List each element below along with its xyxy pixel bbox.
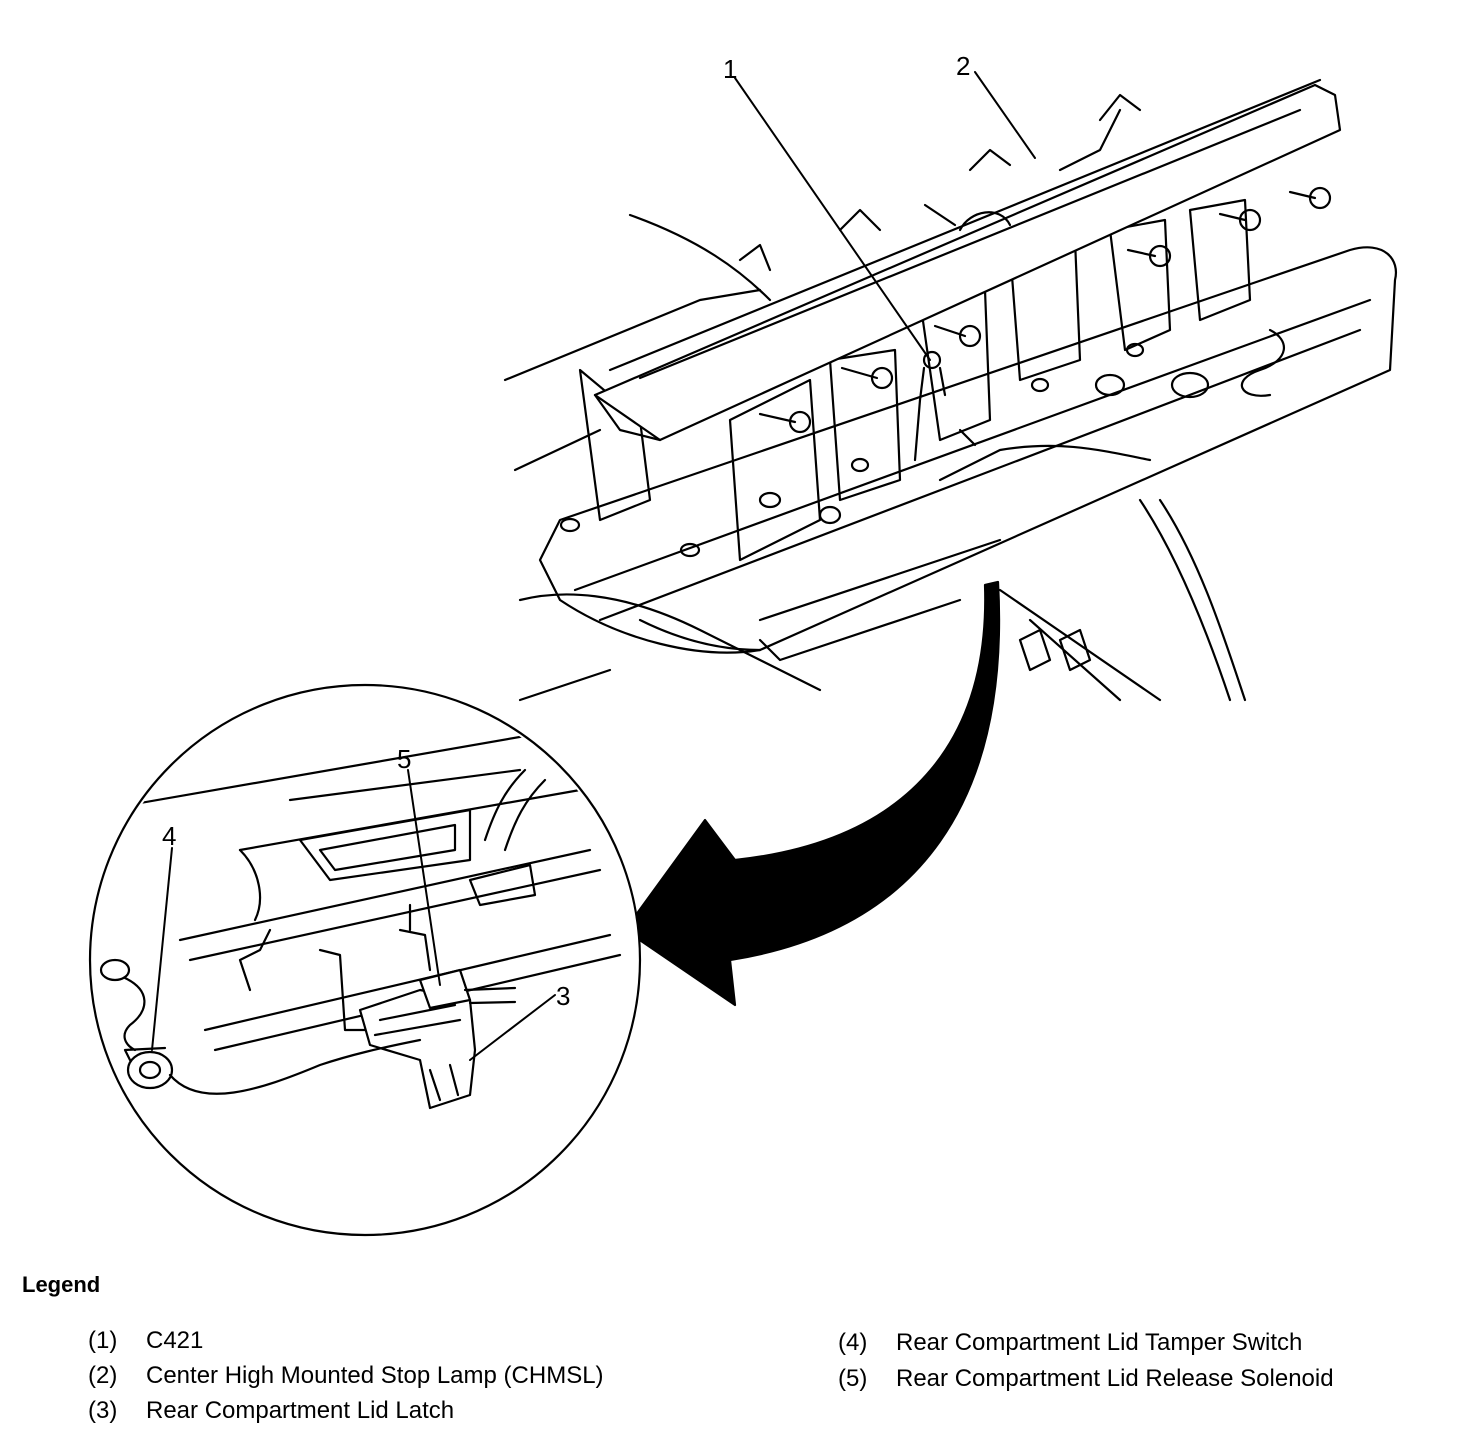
callout-5: 5 [397,744,411,774]
detail-view [88,683,642,1237]
legend-item-5: (5) Rear Compartment Lid Release Solenoid [838,1362,1334,1396]
legend-title: Legend [22,1272,101,1297]
legend-item-4: (4) Rear Compartment Lid Tamper Switch [838,1326,1302,1360]
legend-item-number: (1) [88,1327,118,1354]
legend-item-text: Rear Compartment Lid Latch [146,1397,455,1424]
legend-item-text: Rear Compartment Lid Release Solenoid [896,1365,1334,1392]
legend-item-1: (1) C421 [88,1324,203,1358]
chmsl-housing [593,78,1342,442]
vehicle-body-outline [503,213,1247,702]
legend-item-number: (2) [88,1362,118,1389]
callout-3: 3 [556,981,570,1011]
callout-4: 4 [162,821,176,851]
legend-item-3: (3) Rear Compartment Lid Latch [88,1394,454,1428]
detail-arrow [623,580,1001,1007]
legend-item-text: C421 [146,1327,204,1354]
legend-item-number: (5) [838,1365,868,1392]
trunk-lid-diagram: 1 2 3 4 5 [88,51,1397,1237]
legend-item-text: Rear Compartment Lid Tamper Switch [896,1329,1303,1356]
callout-1: 1 [723,54,737,84]
legend-item-text: Center High Mounted Stop Lamp (CHMSL) [146,1362,604,1389]
c421-connector [913,350,977,462]
leader-lines [151,71,1036,1061]
rear-compartment-lid-inner-panel [538,198,1397,662]
legend-item-number: (3) [88,1397,118,1424]
chmsl-fasteners [758,186,1332,434]
legend-item-2: (2) Center High Mounted Stop Lamp (CHMSL) [88,1359,604,1393]
callout-2: 2 [956,51,970,81]
legend-item-number: (4) [838,1329,868,1356]
